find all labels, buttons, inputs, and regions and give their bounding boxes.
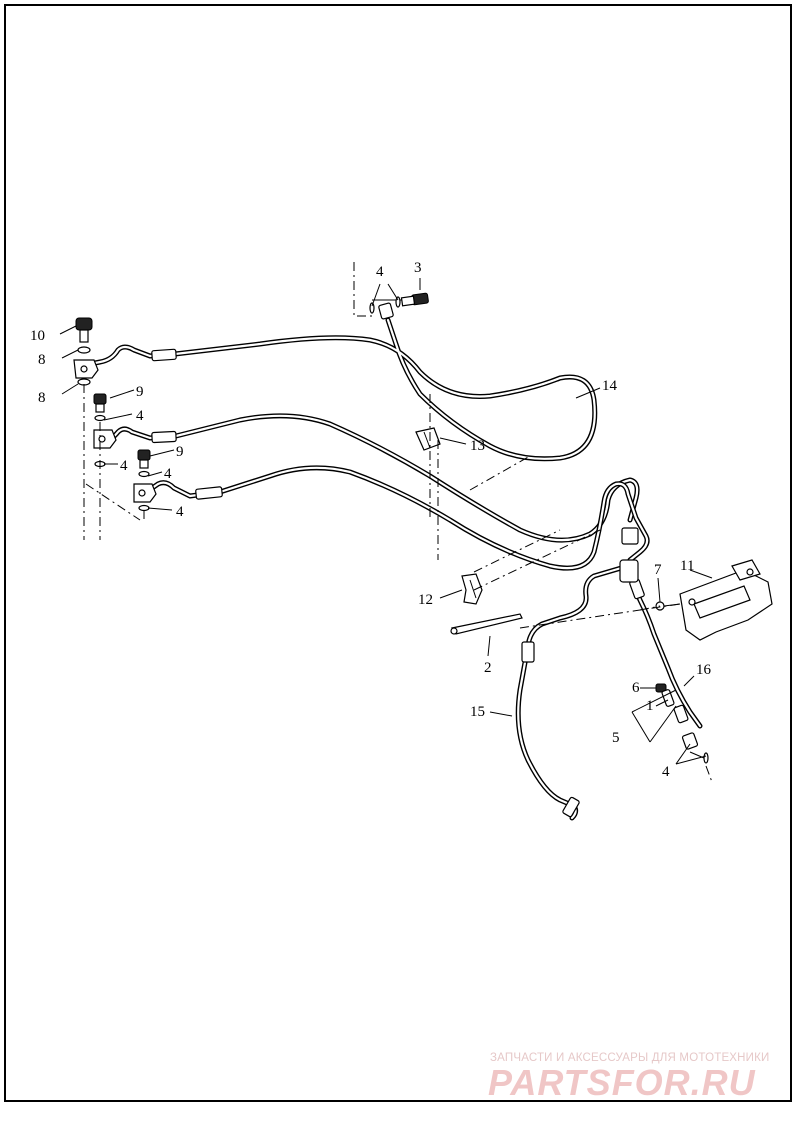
brake-line-14 [77,317,598,462]
callout-4-c: 4 [164,466,172,482]
switch-assembly-5 [655,683,709,764]
watermark-logo: PARTSFOR.RU [488,1062,756,1103]
banjo-middle [93,429,117,468]
fitting-9-lower [137,449,151,478]
callout-4-b: 4 [120,458,128,474]
page-border [4,4,792,1102]
fitting-3 [369,292,429,320]
callout-16: 16 [696,662,712,678]
callout-4-d: 4 [176,504,184,520]
center-lines [83,262,713,783]
callout-6: 6 [632,680,640,696]
leader-lines [59,278,713,765]
clip-12 [461,573,483,605]
callout-12: 12 [418,592,433,608]
callout-1: 1 [646,698,654,714]
callout-labels: 10 8 8 9 4 4 9 4 4 4 3 13 14 12 2 11 7 1… [30,260,712,780]
banjo-lower [133,483,157,512]
brake-line-lower [137,465,650,571]
strap-2 [450,613,523,635]
callout-13: 13 [470,438,485,454]
callout-9-upper: 9 [136,384,144,400]
callout-9-lower: 9 [176,444,184,460]
banjo-upper [73,359,99,379]
callout-8-upper: 8 [38,352,46,368]
callout-11: 11 [680,558,694,574]
callout-4-f: 4 [662,764,670,780]
callout-4-a: 4 [136,408,144,424]
washers-8 [77,346,91,386]
brake-line-15 [515,563,631,821]
callout-14: 14 [602,378,618,394]
callout-2: 2 [484,660,492,676]
fitting-9-upper [93,393,107,422]
clip-13 [415,427,441,451]
callout-7: 7 [654,562,662,578]
callout-10: 10 [30,328,45,344]
watermark-tagline: ЗАПЧАСТИ И АКСЕССУАРЫ ДЛЯ МОТОТЕХНИКИ [490,1052,770,1064]
callout-4-e: 4 [376,264,384,280]
callout-5: 5 [612,730,620,746]
callout-3: 3 [414,260,422,276]
fitting-10 [75,317,93,343]
junction-block [619,527,639,583]
callout-15: 15 [470,704,485,720]
brake-line-middle [99,413,640,543]
callout-8-lower: 8 [38,390,46,406]
bracket-11 [679,559,773,641]
